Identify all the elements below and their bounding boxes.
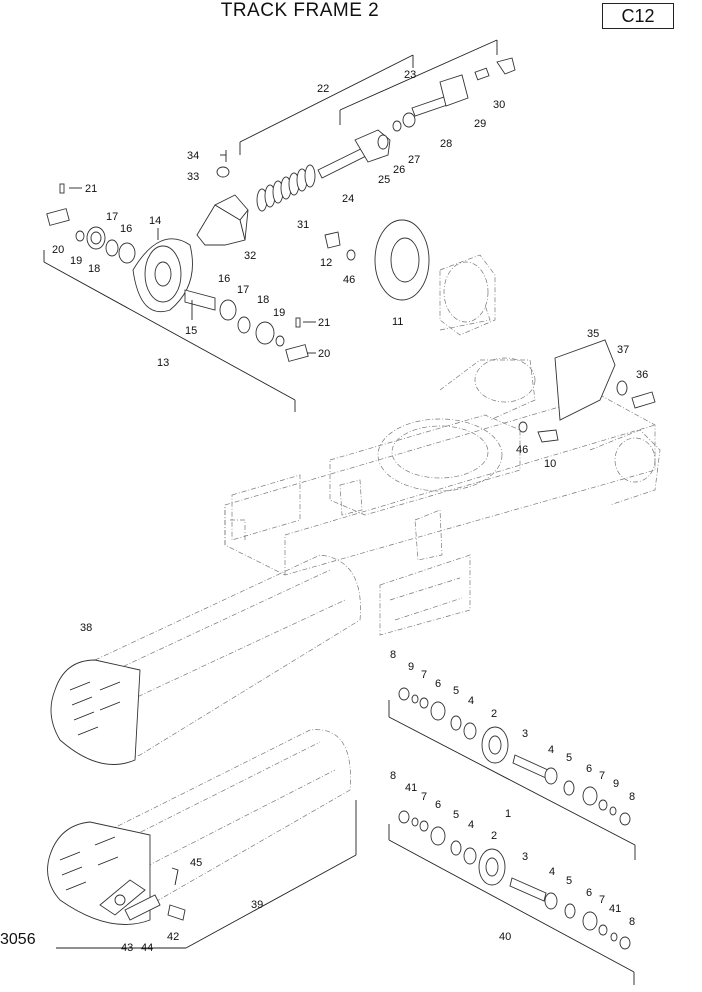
callout-24: 24 — [342, 193, 354, 205]
callout-19: 19 — [70, 255, 82, 267]
recoil-spring-assembly — [196, 39, 516, 246]
callout-2: 2 — [491, 830, 497, 842]
callout-4: 4 — [549, 866, 555, 878]
callout-6: 6 — [586, 887, 592, 899]
callout-7: 7 — [421, 791, 427, 803]
callout-41: 41 — [405, 782, 417, 794]
track-shoe-lower — [47, 729, 357, 949]
diagram-title: TRACK FRAME 2 — [220, 0, 380, 21]
callout-31: 31 — [297, 219, 309, 231]
callout-25: 25 — [378, 174, 390, 186]
callout-37: 37 — [617, 344, 629, 356]
page-code-box: C12 — [602, 3, 674, 29]
callout-42: 42 — [167, 931, 179, 943]
callout-6: 6 — [435, 799, 441, 811]
track-shoe-upper — [50, 554, 361, 765]
coil-spring — [256, 164, 316, 212]
callout-7: 7 — [421, 669, 427, 681]
callout-21: 21 — [85, 183, 97, 195]
callout-30: 30 — [493, 99, 505, 111]
callout-10: 10 — [544, 458, 556, 470]
callout-8: 8 — [629, 916, 635, 928]
callout-5: 5 — [566, 752, 572, 764]
callout-19: 19 — [273, 307, 285, 319]
callout-6: 6 — [435, 678, 441, 690]
callout-45: 45 — [190, 857, 202, 869]
lower-roller-assembly-2 — [388, 810, 635, 985]
callout-15: 15 — [185, 325, 197, 337]
callout-18: 18 — [88, 263, 100, 275]
callout-39: 39 — [251, 899, 263, 911]
callout-4: 4 — [468, 695, 474, 707]
callout-2: 2 — [491, 708, 497, 720]
idler-assembly — [43, 183, 316, 412]
callout-4: 4 — [548, 744, 554, 756]
callout-43: 43 — [121, 942, 133, 954]
callout-9: 9 — [613, 778, 619, 790]
callout-8: 8 — [390, 649, 396, 661]
sprocket-motor-assembly — [324, 219, 656, 443]
callout-44: 44 — [141, 942, 153, 954]
callout-8: 8 — [390, 770, 396, 782]
lower-roller-assembly-1 — [388, 687, 636, 860]
callout-17: 17 — [106, 211, 118, 223]
callout-7: 7 — [599, 894, 605, 906]
callout-11: 11 — [392, 316, 403, 328]
callout-29: 29 — [474, 118, 486, 130]
callout-34: 34 — [187, 150, 199, 162]
callout-21: 21 — [318, 317, 330, 329]
callout-5: 5 — [566, 875, 572, 887]
callout-46: 46 — [516, 444, 528, 456]
callout-6: 6 — [586, 763, 592, 775]
callout-18: 18 — [257, 294, 269, 306]
callout-36: 36 — [636, 369, 648, 381]
callout-16: 16 — [218, 273, 230, 285]
callout-22: 22 — [317, 83, 329, 95]
callout-9: 9 — [408, 661, 414, 673]
callout-40: 40 — [499, 931, 511, 943]
callout-3: 3 — [522, 728, 528, 740]
callout-32: 32 — [244, 250, 256, 262]
callout-16: 16 — [120, 223, 132, 235]
callout-35: 35 — [587, 328, 599, 340]
callout-23: 23 — [404, 69, 416, 81]
callout-8: 8 — [629, 791, 635, 803]
callout-33: 33 — [187, 171, 199, 183]
callout-46: 46 — [343, 274, 355, 286]
callout-1: 1 — [505, 808, 511, 820]
callout-7: 7 — [599, 770, 605, 782]
callout-20: 20 — [318, 348, 330, 360]
callout-3: 3 — [522, 851, 528, 863]
callout-14: 14 — [149, 215, 161, 227]
callout-12: 12 — [320, 257, 332, 269]
callout-27: 27 — [408, 154, 420, 166]
callout-5: 5 — [453, 809, 459, 821]
callout-labels: 21 20 19 18 17 16 14 15 16 17 18 19 21 2… — [52, 69, 648, 954]
callout-41: 41 — [609, 903, 621, 915]
callout-26: 26 — [393, 164, 405, 176]
drawing-code: 3056 — [0, 931, 36, 948]
callout-38: 38 — [80, 622, 92, 634]
callout-4: 4 — [468, 819, 474, 831]
callout-17: 17 — [237, 284, 249, 296]
callout-20: 20 — [52, 244, 64, 256]
callout-28: 28 — [440, 138, 452, 150]
callout-13: 13 — [157, 357, 169, 369]
callout-5: 5 — [453, 685, 459, 697]
